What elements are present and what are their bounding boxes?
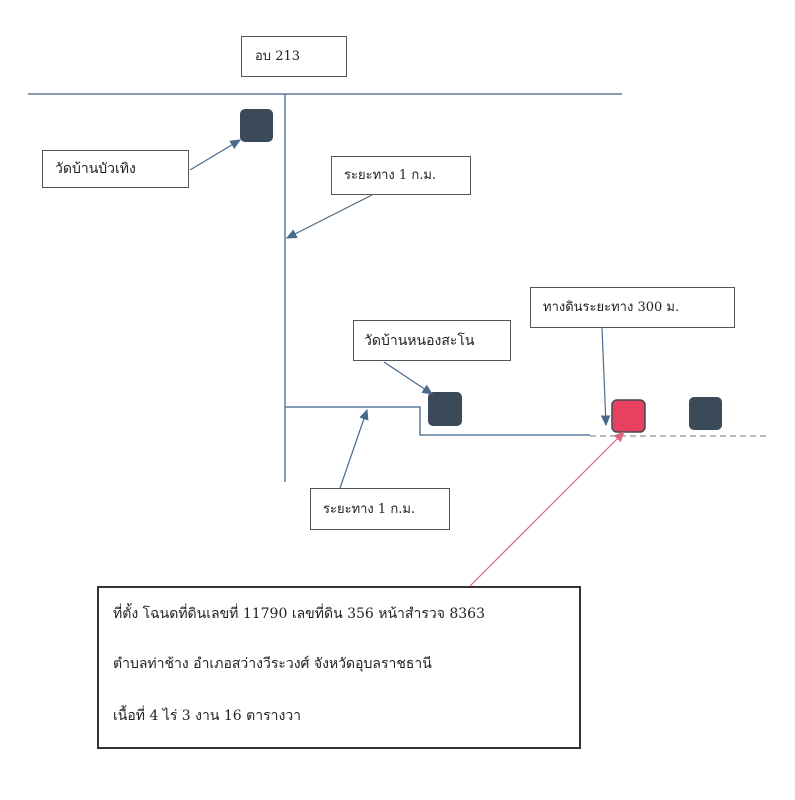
arrow-target-land: [469, 431, 625, 587]
info-line-area: เนื้อที่ 4 ไร่ 3 งาน 16 ตารางวา: [113, 708, 302, 724]
info-line-address: ตำบลท่าช้าง อำเภอสว่างวีระวงศ์ จังหวัดอุ…: [113, 656, 432, 672]
temple-left-label: วัดบ้านบัวเทิง: [42, 150, 189, 188]
temple-center-label-text: วัดบ้านหนองสะโน: [364, 332, 475, 349]
temple-left-marker: [240, 109, 273, 142]
dirt-road-label: ทางดินระยะทาง 300 ม.: [530, 287, 735, 328]
arrow-temple-center: [383, 361, 433, 395]
info-line-deed: ที่ตั้ง โฉนดที่ดินเลขที่ 11790 เลขที่ดิน…: [113, 606, 485, 622]
distance-bottom-label: ระยะทาง 1 ก.ม.: [310, 488, 450, 530]
arrow-temple-left: [189, 139, 242, 171]
distance-bottom-label-text: ระยะทาง 1 ก.ม.: [323, 501, 416, 517]
distance-top-label-text: ระยะทาง 1 ก.ม.: [344, 168, 437, 183]
arrow-dirt-road: [600, 327, 611, 427]
temple-center-marker: [428, 392, 462, 426]
road-label-text: อบ 213: [255, 49, 301, 64]
dirt-road-label-text: ทางดินระยะทาง 300 ม.: [543, 300, 680, 315]
temple-left-label-text: วัดบ้านบัวเทิง: [55, 161, 136, 177]
temple-center-label: วัดบ้านหนองสะโน: [353, 320, 511, 361]
road-label: อบ 213: [241, 36, 347, 77]
target-land-marker: [611, 399, 646, 433]
arrow-distance-bottom: [339, 408, 369, 489]
branch-road: [285, 406, 590, 436]
arrow-distance-top: [285, 194, 373, 239]
distance-top-label: ระยะทาง 1 ก.ม.: [331, 156, 471, 195]
right-marker: [689, 397, 722, 430]
location-info-box: ที่ตั้ง โฉนดที่ดินเลขที่ 11790 เลขที่ดิน…: [97, 586, 581, 749]
